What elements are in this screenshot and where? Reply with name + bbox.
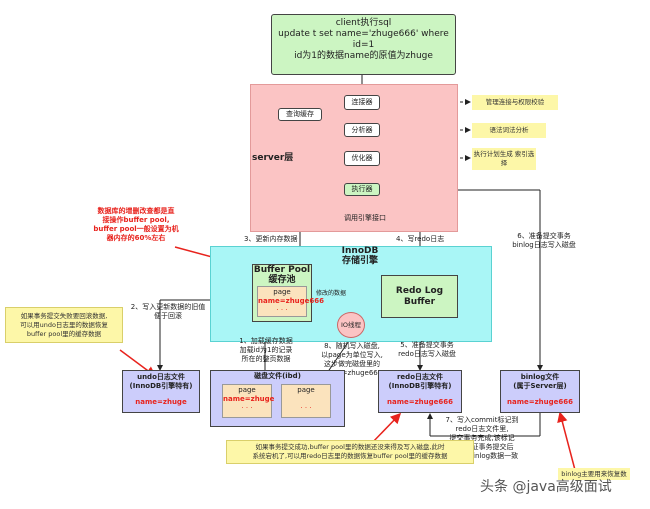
step-2-label: 2、写入更新数据的旧值 便于回滚 [130, 303, 206, 320]
client-original-value: id为1的数据name的原值为zhuge [294, 51, 433, 61]
io-thread-circle: IO线程 [337, 312, 365, 338]
binlog-file: binlog文件 (属于Server层) name=zhuge666 [500, 370, 580, 413]
step-4-label: 4、写redo日志 [396, 235, 445, 243]
executor-box: 执行器 [344, 183, 380, 196]
disk-page-1-label: page [238, 386, 256, 394]
binlog-file-value: name=zhuge666 [506, 398, 574, 406]
step-3-label: 3、更新内存数据 [244, 235, 298, 243]
redo-file-value: name=zhuge666 [386, 398, 454, 406]
innodb-title: InnoDB 存储引擎 [341, 246, 379, 266]
redo-file-title: redo日志文件 (InnoDB引擎特有) [388, 373, 452, 390]
client-title: client执行sql [335, 18, 392, 28]
modified-data-label: 修改的数据 [315, 290, 346, 297]
undo-rollback-note: 如果事务提交失败要回滚数据, 可以用undo日志里的数据恢复 buffer po… [5, 307, 123, 343]
note-connector: 管理连接与权限校验 [472, 95, 558, 110]
optimizer-box: 优化器 [344, 151, 380, 166]
step-1-label: 1、加载缓存数据 加载id为1的记录 所在的整页数据 [239, 337, 293, 363]
redo-log-buffer-box: Redo Log Buffer [381, 275, 458, 318]
buffer-page-dots: · · · [276, 306, 288, 314]
disk-page-1: page name=zhuge · · · [222, 384, 275, 418]
note-optimizer: 执行计划生成 索引选择 [472, 148, 536, 170]
buffer-page-label: page [273, 288, 291, 296]
client-sql-statement: update t set name='zhuge666' where id=1 [278, 29, 449, 50]
buffer-page-value: name=zhuge666 [258, 297, 325, 305]
disk-page-1-dots: · · · [241, 404, 253, 412]
undo-file-value: name=zhuge [135, 398, 187, 406]
undo-file-title: undo日志文件 (InnoDB引擎特有) [129, 373, 193, 390]
connector-box: 连接器 [344, 95, 380, 110]
note-analyzer: 语法词法分析 [472, 123, 546, 138]
disk-page-2-dots: · · · [300, 404, 312, 412]
disk-page-2-label: page [297, 386, 315, 394]
server-layer-label: server层 [252, 153, 294, 163]
step-7-label: 7、写入commit标记到 redo日志文件里, 提交事务完成,该标记 为了保证… [445, 416, 519, 460]
disk-page-1-value: name=zhuge [223, 395, 275, 403]
disk-file-title: 磁盘文件(ibd) [254, 372, 301, 380]
client-sql-box: client执行sql update t set name='zhuge666'… [271, 14, 456, 75]
buffer-pool-page: page name=zhuge666 · · · [257, 286, 325, 317]
watermark-text: 头条 @java高级面试 [480, 479, 612, 495]
redo-recovery-note: 如果事务提交成功,buffer pool里的数据还没来得及写入磁盘,此时 系统宕… [226, 440, 474, 464]
binlog-usage-note: binlog主要用来恢复数 [558, 468, 630, 480]
buffer-pool-title: Buffer Pool 缓存池 [253, 265, 311, 285]
analyzer-box: 分析器 [344, 123, 380, 137]
redo-log-file: redo日志文件 (InnoDB引擎特有) name=zhuge666 [378, 370, 462, 413]
engine-interface-label: 调用引擎接口 [340, 214, 390, 223]
undo-log-file: undo日志文件 (InnoDB引擎特有) name=zhuge [122, 370, 200, 413]
step-5-label: 5、准备提交事务 redo日志写入磁盘 [398, 341, 456, 358]
binlog-file-title: binlog文件 (属于Server层) [513, 373, 567, 390]
query-cache-box: 查询缓存 [278, 108, 322, 121]
step-6-label: 6、准备提交事务 binlog日志写入磁盘 [512, 232, 576, 249]
buffer-pool-red-note: 数据库的增删改查都是直 接操作buffer pool, buffer pool一… [93, 207, 179, 242]
disk-page-2: page · · · [281, 384, 331, 418]
disk-page-2-value [282, 395, 330, 404]
step-8-label: 8、随机写入磁盘, 以page为单位写入, 这步做完磁盘里的 name=zhug… [321, 342, 383, 377]
